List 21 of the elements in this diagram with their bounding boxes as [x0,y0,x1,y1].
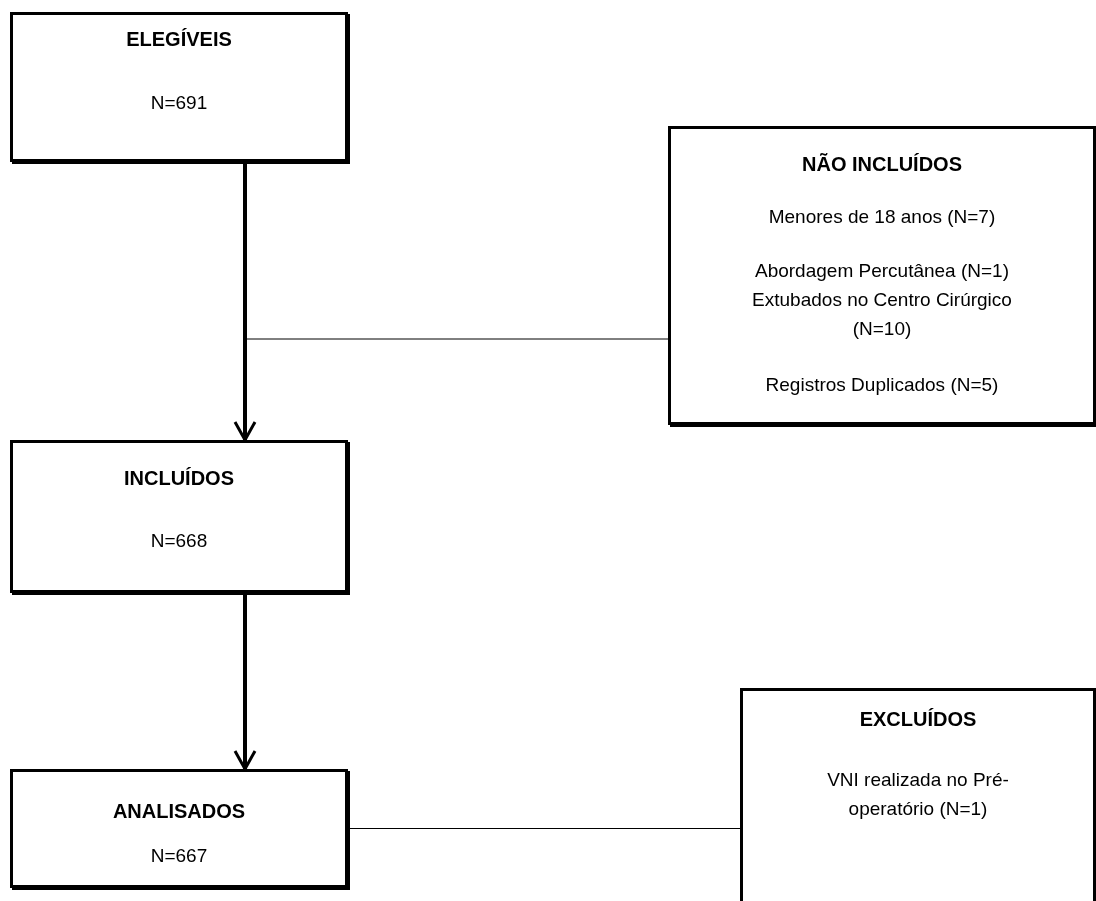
box-text: N=667 [149,844,209,868]
box-text: Registros Duplicados (N=5) [764,373,1000,397]
arrow [233,162,257,442]
process-box [10,440,348,593]
box-text: N=668 [149,529,209,553]
box-text: N=691 [149,91,209,115]
connector-line [347,828,741,829]
box-text: Abordagem Percutânea (N=1) [754,259,1010,283]
box-text: Extubados no Centro Cirúrgico (N=10) [751,288,1013,341]
box-text: VNI realizada no Pré-operatório (N=1) [826,768,1010,821]
box-heading: ELEGÍVEIS [125,27,233,52]
box-heading: INCLUÍDOS [123,466,235,491]
box-heading: NÃO INCLUÍDOS [801,152,963,177]
box-heading: EXCLUÍDOS [858,707,978,732]
process-box [740,688,1096,901]
arrow [233,593,257,771]
box-heading: ANALISADOS [111,799,247,824]
process-box [10,12,348,162]
process-box [10,769,348,888]
process-box [668,126,1096,425]
box-text: Menores de 18 anos (N=7) [767,205,997,229]
